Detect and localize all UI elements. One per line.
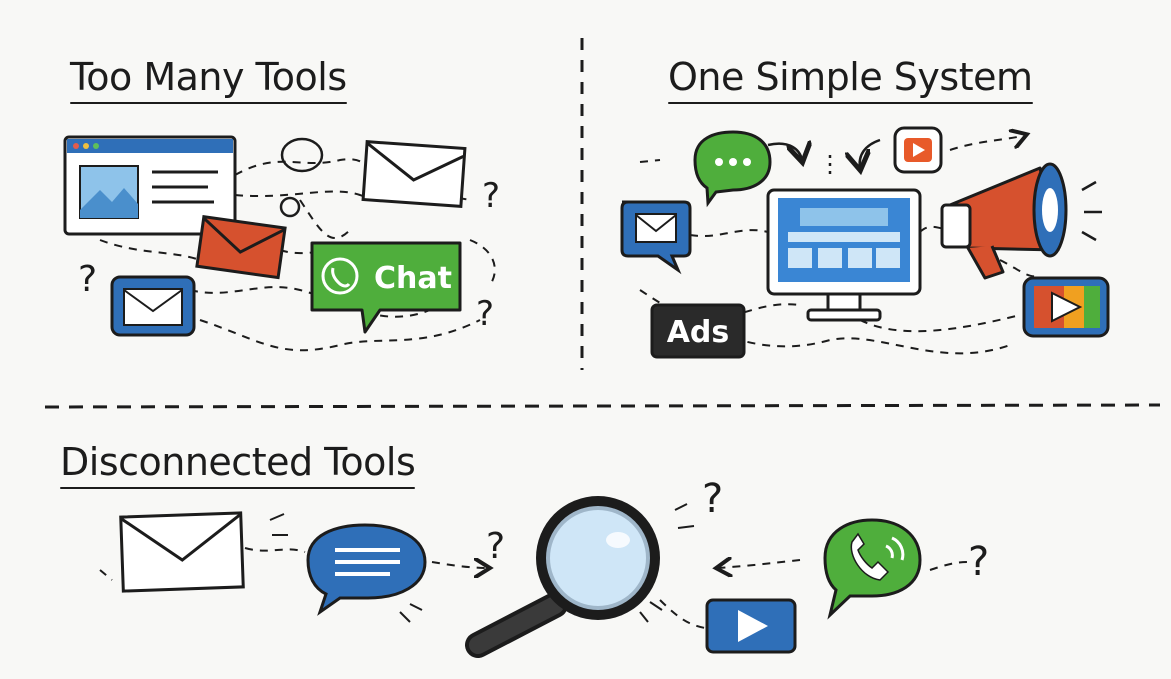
magnifying-glass-icon: [465, 496, 695, 658]
panel-disconnected-tools: ? ? ?: [99, 476, 989, 658]
email-app-icon: [620, 200, 692, 275]
motion-lines: [269, 513, 288, 536]
question-mark: ?: [482, 176, 500, 216]
video-app-icon: [705, 598, 797, 654]
chat-bubble-icon: [693, 130, 772, 208]
question-mark: ?: [476, 294, 494, 334]
panel-too-many-tools: Chat ? ? ?: [63, 135, 500, 352]
question-mark: ?: [486, 526, 505, 567]
ads-badge: Ads: [650, 303, 746, 359]
video-app-icon: [1022, 276, 1110, 338]
panel-title-text: Too Many Tools: [70, 55, 347, 99]
curved-arrow: [860, 138, 881, 168]
red-envelope-icon: [195, 214, 287, 280]
browser-window-icon: [63, 135, 237, 236]
connection-lines: [99, 547, 969, 629]
question-mark: ?: [78, 259, 97, 300]
motion-lines: [399, 603, 423, 623]
panel-title-one-simple-system: One Simple System: [668, 55, 1033, 104]
loop-scribble-icon: [279, 137, 324, 218]
panel-title-text: Disconnected Tools: [60, 440, 416, 484]
panel-title-text: One Simple System: [668, 55, 1033, 99]
horizontal-divider: [44, 403, 1161, 409]
envelope-icon: [119, 511, 245, 593]
chat-label: Chat: [374, 261, 452, 296]
curved-arrow: [767, 144, 802, 160]
megaphone-icon: [940, 162, 1102, 280]
title-underline: [668, 102, 1033, 104]
panel-one-simple-system: Ads: [620, 126, 1110, 359]
panel-title-too-many-tools: Too Many Tools: [70, 55, 347, 104]
video-icon: [893, 126, 943, 174]
question-mark: ?: [702, 476, 723, 522]
message-bubble-icon: [306, 523, 427, 616]
envelope-icon: [361, 140, 467, 208]
panel-title-disconnected-tools: Disconnected Tools: [60, 440, 416, 489]
question-mark: ?: [968, 539, 989, 585]
title-underline: [60, 487, 416, 489]
computer-monitor-icon: [766, 188, 922, 322]
chat-bubble-icon: Chat: [310, 241, 462, 334]
ads-label: Ads: [667, 315, 730, 350]
title-underline: [70, 102, 347, 104]
email-app-icon: [110, 275, 196, 337]
phone-chat-icon: [823, 518, 922, 620]
